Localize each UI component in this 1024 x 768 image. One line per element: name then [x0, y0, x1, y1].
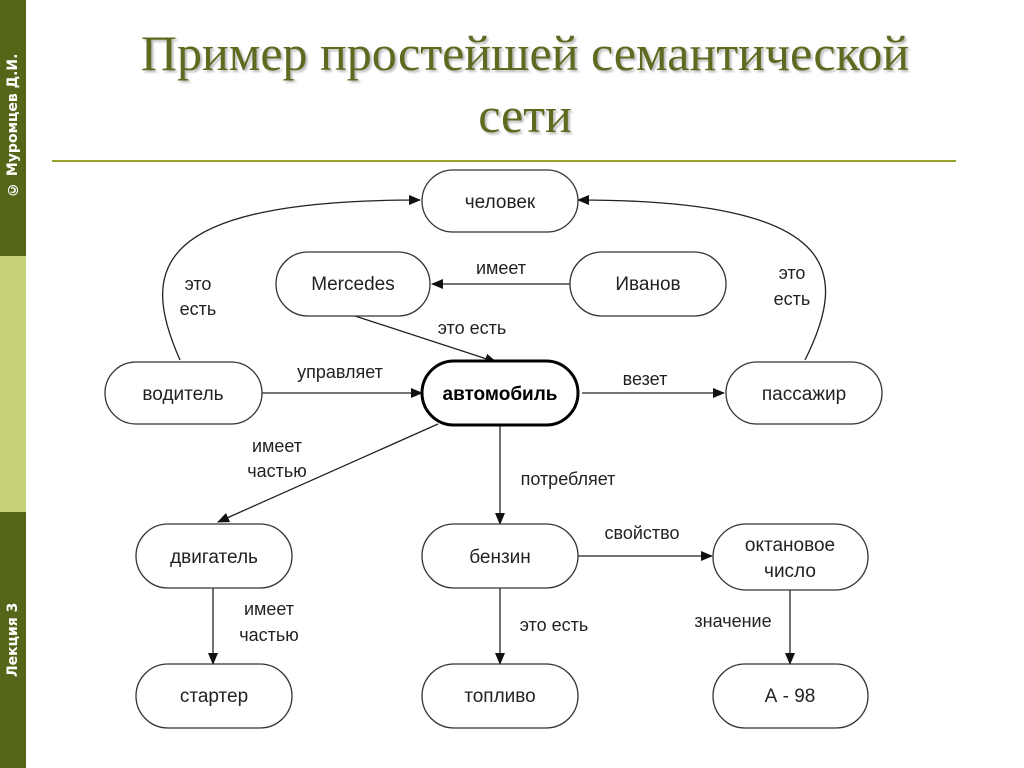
node-ivanov-label: Иванов: [615, 274, 680, 295]
edge-passenger-person: [577, 195, 827, 361]
sidebar-middle-band: [0, 256, 26, 512]
node-engine-label: двигатель: [170, 547, 258, 568]
node-fuel: топливо: [421, 663, 579, 729]
label-engine-starter-2: частью: [239, 625, 299, 645]
node-octane-label-2: число: [764, 561, 816, 582]
node-a98: А - 98: [712, 663, 869, 729]
label-octane-a98: значение: [694, 611, 771, 631]
node-person-label: человек: [465, 192, 536, 213]
node-driver-label: водитель: [142, 384, 223, 405]
label-driver-person-2: есть: [180, 299, 217, 319]
label-petrol-octane: свойство: [604, 523, 679, 543]
label-car-petrol: потребляет: [521, 469, 616, 489]
node-starter-label: стартер: [180, 686, 248, 707]
node-ivanov: Иванов: [569, 251, 727, 317]
node-mercedes: Mercedes: [275, 251, 431, 317]
node-passenger: пассажир: [725, 361, 883, 425]
label-driver-car: управляет: [297, 362, 383, 382]
node-engine: двигатель: [135, 523, 293, 589]
node-passenger-label: пассажир: [762, 384, 846, 405]
label-passenger-person-2: есть: [774, 289, 811, 309]
node-octane: октановое число: [712, 523, 869, 591]
sidebar-bottom-band: [0, 512, 26, 768]
node-fuel-label: топливо: [464, 686, 536, 707]
label-engine-starter-1: имеет: [244, 599, 294, 619]
slide-title-line1: Пример простейшей семантической: [140, 25, 910, 81]
node-starter: стартер: [135, 663, 293, 729]
label-passenger-person-1: это: [779, 263, 806, 283]
node-mercedes-label: Mercedes: [311, 274, 394, 295]
label-car-engine-1: имеет: [252, 436, 302, 456]
label-mercedes-car: это есть: [438, 318, 506, 338]
sidebar-top-band: [0, 0, 26, 256]
node-a98-label: А - 98: [765, 686, 816, 707]
label-car-engine-2: частью: [247, 461, 307, 481]
label-driver-person-1: это: [185, 274, 212, 294]
node-person: человек: [421, 169, 579, 233]
node-octane-label-1: октановое: [745, 535, 835, 556]
node-petrol-label: бензин: [469, 547, 531, 568]
node-petrol: бензин: [421, 523, 579, 589]
node-car: автомобиль: [420, 359, 580, 427]
node-driver: водитель: [104, 361, 263, 425]
edge-car-engine: [217, 423, 439, 523]
edge-mercedes-car: [354, 315, 497, 364]
node-car-label: автомобиль: [443, 384, 558, 405]
label-petrol-fuel: это есть: [520, 615, 588, 635]
title-divider: [52, 160, 956, 162]
edge-driver-person: [162, 195, 421, 361]
slide-title-line2: сети: [478, 87, 572, 143]
slide-title: Пример простейшей семантической сети: [60, 22, 990, 146]
label-car-passenger: везет: [623, 369, 668, 389]
label-ivanov-mercedes: имеет: [476, 258, 526, 278]
